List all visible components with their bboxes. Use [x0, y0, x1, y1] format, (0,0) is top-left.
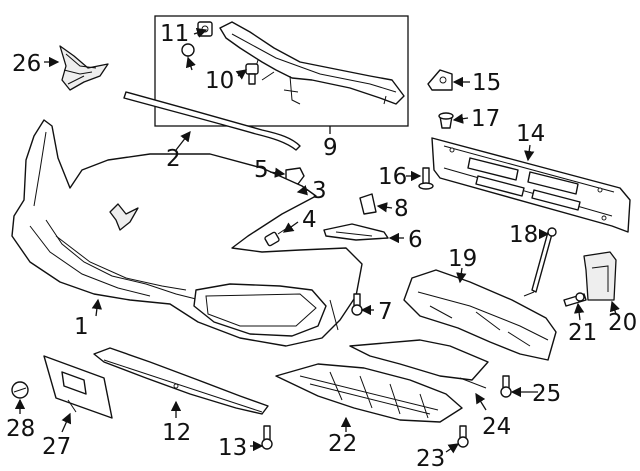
reinforcement-12-part[interactable]: [93, 347, 269, 415]
clip-11-part[interactable]: [197, 21, 213, 37]
callout-8: 8: [394, 196, 409, 222]
callout-23: 23: [416, 446, 445, 471]
callout-5: 5: [254, 157, 269, 183]
bolt-25-part[interactable]: [500, 375, 512, 398]
push-pin-28-part[interactable]: [11, 381, 29, 399]
panel-14-part[interactable]: [431, 137, 631, 233]
bolt-7-part[interactable]: [351, 293, 363, 316]
callout-6: 6: [408, 227, 423, 253]
callout-2: 2: [166, 146, 181, 172]
shield-22-part[interactable]: [275, 363, 463, 423]
callout-21: 21: [568, 320, 597, 346]
clip-8-part[interactable]: [359, 193, 377, 215]
callout-9: 9: [323, 135, 338, 161]
callout-13: 13: [218, 435, 247, 461]
rod-18-part[interactable]: [523, 227, 557, 297]
callout-1: 1: [74, 314, 89, 340]
bracket-15-part[interactable]: [427, 69, 453, 91]
absorber-19-part[interactable]: [403, 269, 557, 361]
support-bracket-part[interactable]: [219, 21, 405, 105]
callout-17: 17: [471, 106, 500, 132]
emblem-part[interactable]: [59, 45, 109, 91]
callout-27: 27: [42, 434, 71, 460]
bolt-16-part[interactable]: [418, 167, 434, 190]
callout-18: 18: [509, 222, 538, 248]
callout-15: 15: [472, 70, 501, 96]
callout-4: 4: [302, 207, 317, 233]
callout-labels: 26 2 11 10 9 15 17 14 16 5 3 8 4 6 18 19…: [6, 21, 637, 471]
leader-lines: [14, 27, 620, 454]
callout-3: 3: [312, 178, 327, 204]
callout-28: 28: [6, 416, 35, 442]
deflector-24-part[interactable]: [349, 339, 489, 389]
bracket-6-part[interactable]: [323, 223, 389, 241]
seal-strip-part[interactable]: [123, 91, 301, 151]
bolt-10-part[interactable]: [245, 63, 259, 85]
callout-25: 25: [532, 381, 561, 407]
callout-19: 19: [448, 246, 477, 272]
callout-24: 24: [482, 414, 511, 440]
group-box-9: [154, 15, 409, 127]
bolt-23-part[interactable]: [457, 425, 469, 448]
callout-14: 14: [516, 121, 545, 147]
license-bracket-27-part[interactable]: [43, 355, 113, 419]
callout-11: 11: [160, 21, 189, 47]
push-pin-17-part[interactable]: [438, 112, 454, 129]
callout-16: 16: [378, 164, 407, 190]
bolt-4-part[interactable]: [264, 225, 291, 247]
pin-21-part[interactable]: [563, 292, 587, 307]
bracket-20-part[interactable]: [583, 251, 617, 301]
bolt-13-part[interactable]: [261, 425, 273, 450]
callout-7: 7: [378, 299, 393, 325]
callout-26: 26: [12, 51, 41, 77]
callout-22: 22: [328, 431, 357, 457]
callout-10: 10: [205, 68, 234, 94]
front-fascia-part[interactable]: [11, 119, 363, 347]
callout-20: 20: [608, 310, 637, 336]
callout-12: 12: [162, 420, 191, 446]
